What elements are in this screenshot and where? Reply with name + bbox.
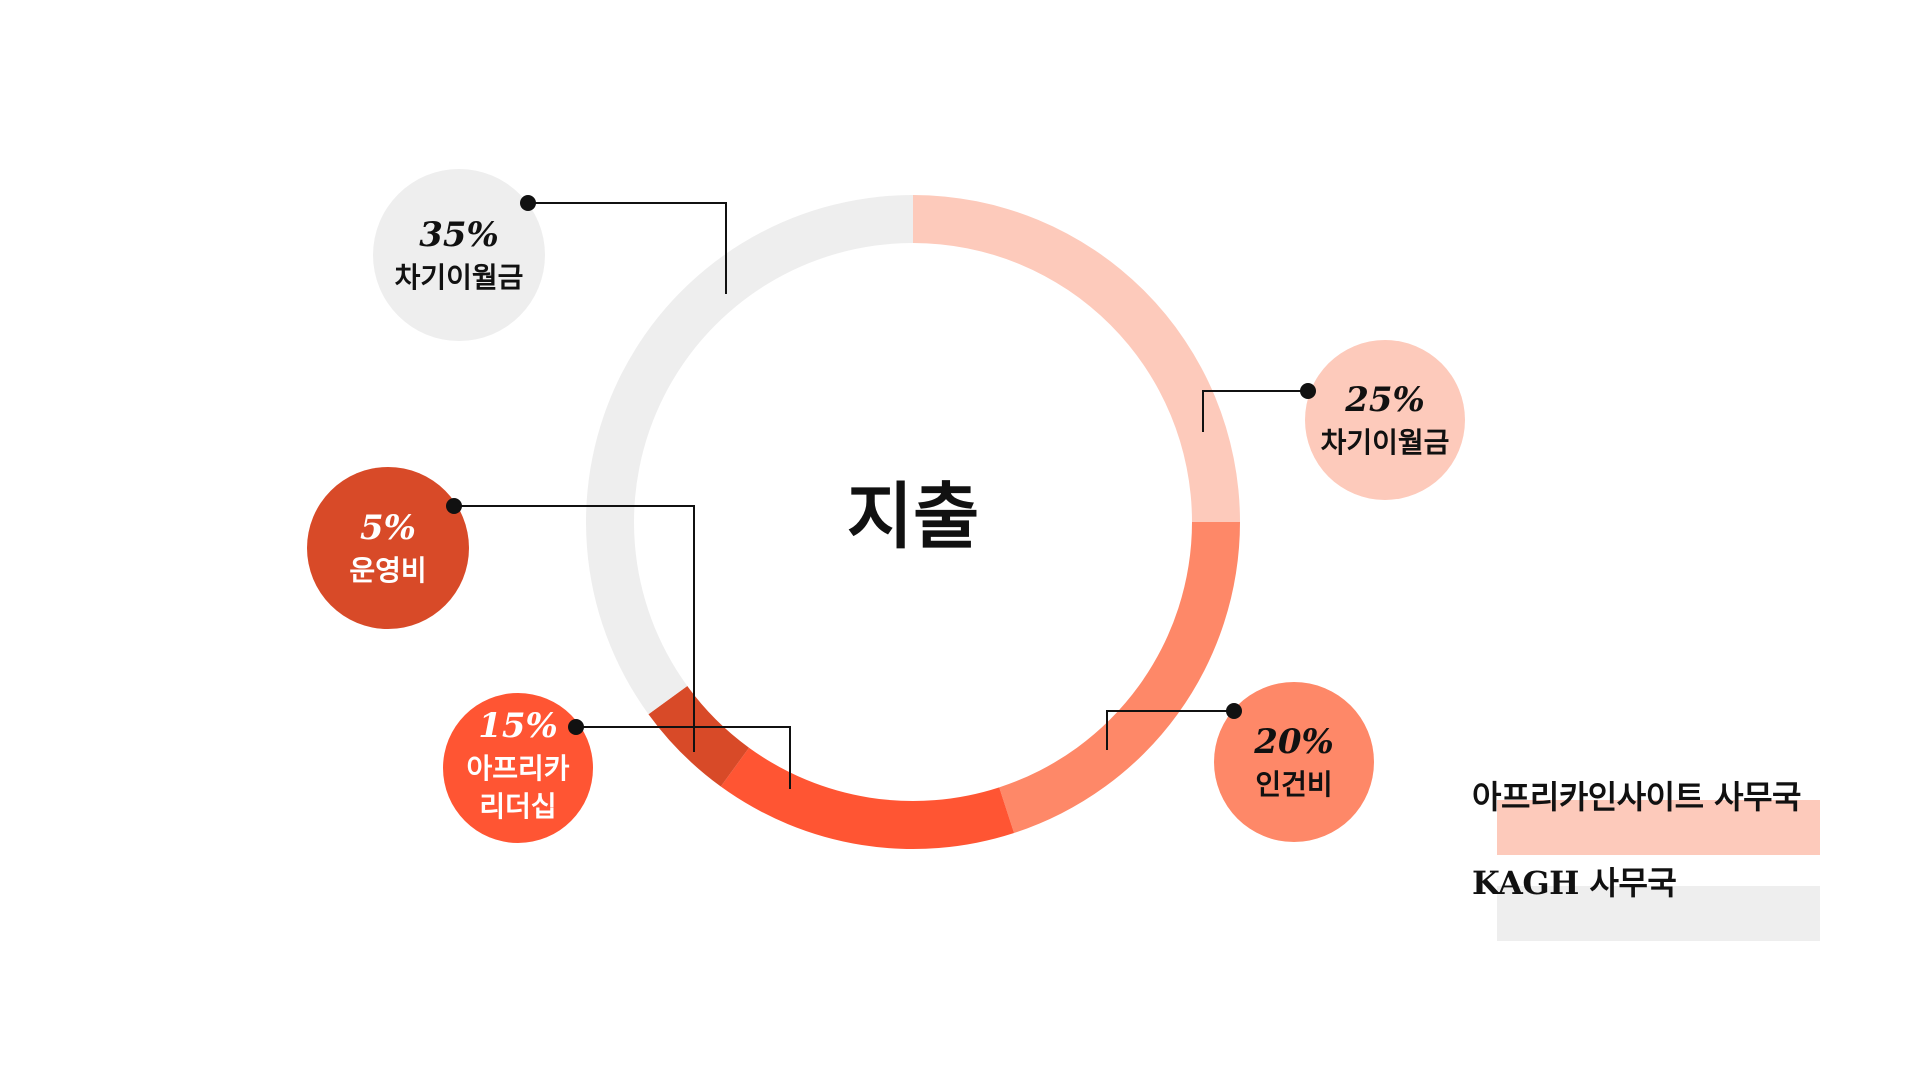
segment-percent-label: 15% — [478, 706, 558, 746]
callout-bubble-4: 35% 차기이월금 — [373, 169, 545, 341]
callout-line-1 — [1106, 710, 1234, 750]
legend-label: KAGH 사무국 — [1472, 864, 1677, 902]
segment-percent-label: 20% — [1253, 722, 1334, 762]
legend-item-africa-insight: 아프리카인사이트 사무국 — [1472, 772, 1832, 855]
legend-swatch — [1497, 800, 1820, 855]
legend-item-kagh: KAGH 사무국 — [1472, 858, 1832, 941]
donut-segment-2 — [720, 747, 1015, 850]
donut-segment-4 — [585, 194, 913, 715]
callout-line-4 — [528, 202, 727, 294]
callout-dot — [1300, 383, 1316, 399]
segment-category-label: 인건비 — [1255, 768, 1332, 801]
donut-segment-0 — [913, 195, 1240, 522]
segment-category-label: 리더십 — [479, 790, 556, 823]
callout-dot — [568, 719, 584, 735]
callout-line-0 — [1202, 390, 1308, 432]
callout-line-3 — [454, 505, 695, 752]
legend-swatch — [1497, 886, 1820, 941]
bubble-circle — [443, 693, 593, 843]
callout-bubble-1: 20% 인건비 — [1214, 682, 1374, 842]
donut-segment-1 — [999, 522, 1240, 833]
bubble-circle — [1214, 682, 1374, 842]
callout-bubble-3: 5% 운영비 — [307, 467, 469, 629]
callout-dot — [1226, 703, 1242, 719]
chart-center-title: 지출 — [847, 475, 979, 559]
donut-segment-3 — [648, 685, 750, 787]
segment-percent-label: 25% — [1344, 380, 1425, 420]
bubble-circle — [1305, 340, 1465, 500]
callout-bubble-0: 25% 차기이월금 — [1300, 340, 1465, 500]
bubble-circle — [307, 467, 469, 629]
segment-category-label: 차기이월금 — [1321, 426, 1450, 459]
bubble-circle — [373, 169, 545, 341]
segment-percent-label: 5% — [360, 508, 416, 548]
callout-dot — [520, 195, 536, 211]
segment-percent-label: 35% — [419, 215, 499, 255]
callout-line-2 — [576, 726, 791, 789]
legend-label: 아프리카인사이트 사무국 — [1472, 778, 1801, 816]
callout-dot — [446, 498, 462, 514]
segment-category-label: 차기이월금 — [395, 261, 524, 294]
segment-category-label: 아프리카 — [466, 752, 569, 785]
segment-category-label: 운영비 — [349, 554, 426, 587]
